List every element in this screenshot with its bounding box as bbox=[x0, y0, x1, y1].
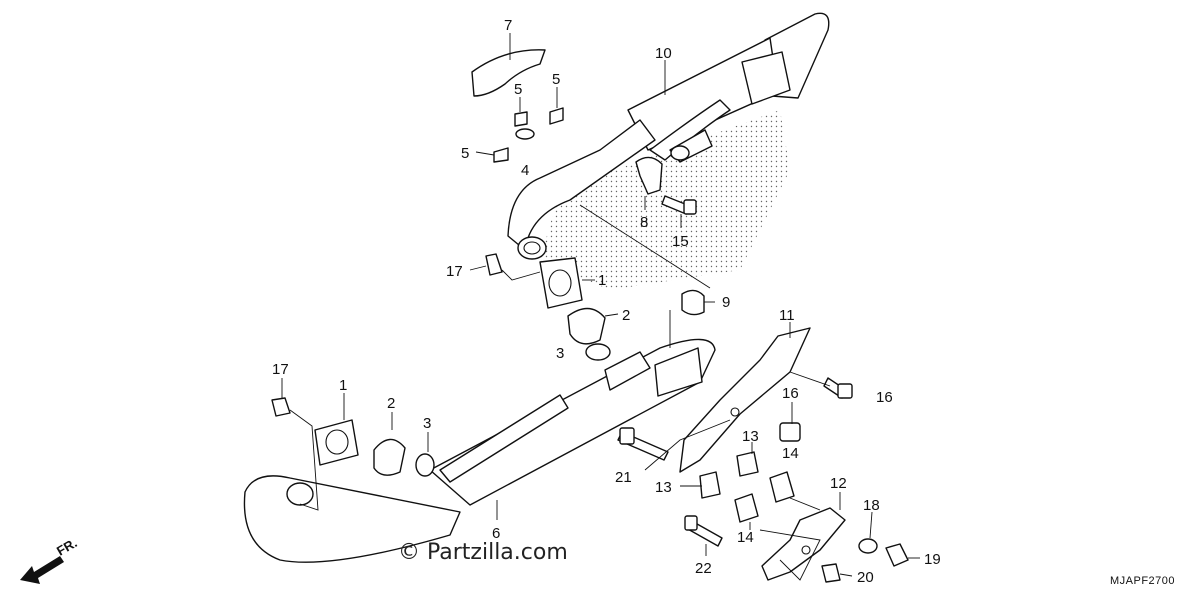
washer-part-18[interactable] bbox=[858, 538, 878, 554]
callout-10: 10 bbox=[655, 45, 672, 62]
nut-part-17-upper[interactable] bbox=[485, 253, 503, 276]
callout-17-upper: 17 bbox=[446, 263, 463, 280]
collar-part-13-upper[interactable] bbox=[736, 451, 759, 477]
callout-2-lower: 2 bbox=[387, 395, 395, 412]
joint-ring-upper[interactable] bbox=[567, 307, 606, 345]
callout-1-lower: 1 bbox=[339, 377, 347, 394]
callout-17-lower: 17 bbox=[272, 361, 289, 378]
front-direction-indicator: FR. bbox=[20, 535, 80, 584]
partzilla-watermark: © Partzilla.com bbox=[398, 540, 568, 565]
nut-part-17-lower[interactable] bbox=[271, 397, 291, 417]
leader-lines bbox=[281, 33, 920, 581]
front-direction-label: FR. bbox=[54, 535, 80, 558]
muffler-bracket[interactable] bbox=[679, 327, 811, 473]
bolt-part-22[interactable] bbox=[684, 515, 723, 547]
callout-21: 21 bbox=[615, 469, 632, 486]
callout-16-right: 16 bbox=[876, 389, 893, 406]
upper-muffler-assembly[interactable] bbox=[507, 12, 830, 290]
callout-14-lower: 14 bbox=[737, 529, 754, 546]
callout-6: 6 bbox=[492, 525, 500, 542]
clip-upper-right[interactable] bbox=[549, 107, 564, 125]
callout-20: 20 bbox=[857, 569, 874, 586]
callout-8: 8 bbox=[640, 214, 648, 231]
gasket-flange-lower[interactable] bbox=[314, 419, 359, 466]
callout-22: 22 bbox=[695, 560, 712, 577]
gasket-ring-upper[interactable] bbox=[585, 343, 611, 361]
callout-3-lower: 3 bbox=[423, 415, 431, 432]
gasket-ring-lower[interactable] bbox=[415, 453, 435, 477]
bolt-part-21[interactable] bbox=[617, 427, 669, 461]
bolt-part-15[interactable] bbox=[661, 195, 697, 215]
callout-2-upper: 2 bbox=[622, 307, 630, 324]
bolt-part-14-upper[interactable] bbox=[779, 422, 801, 442]
callout-12: 12 bbox=[830, 475, 847, 492]
joint-ring-lower[interactable] bbox=[373, 438, 406, 476]
callout-11: 11 bbox=[779, 307, 795, 324]
washer-part-4[interactable] bbox=[515, 128, 535, 140]
gasket-flange-upper[interactable] bbox=[539, 257, 583, 309]
callout-5-c: 5 bbox=[461, 145, 469, 162]
diagram-code: MJAPF2700 bbox=[1110, 575, 1175, 587]
callout-4: 4 bbox=[521, 162, 529, 179]
callout-5-b: 5 bbox=[552, 71, 560, 88]
collar-part-14-lower[interactable] bbox=[734, 493, 759, 523]
bolt-part-16-right[interactable] bbox=[823, 377, 853, 399]
step-bracket[interactable] bbox=[761, 507, 846, 581]
callout-9: 9 bbox=[722, 294, 730, 311]
callout-13-upper: 13 bbox=[742, 428, 759, 445]
callout-1-upper: 1 bbox=[598, 272, 606, 289]
callout-19: 19 bbox=[924, 551, 941, 568]
callout-3-upper: 3 bbox=[556, 345, 564, 362]
callout-13-lower: 13 bbox=[655, 479, 672, 496]
callout-7: 7 bbox=[504, 17, 512, 34]
callout-14-upper: 14 bbox=[782, 445, 799, 462]
collar-part-extra[interactable] bbox=[769, 471, 795, 503]
callout-16-mid: 16 bbox=[782, 385, 799, 402]
clip-upper-left[interactable] bbox=[514, 111, 528, 127]
callout-18: 18 bbox=[863, 497, 880, 514]
muffler-band[interactable] bbox=[635, 156, 663, 195]
front-arrow-icon bbox=[20, 556, 64, 584]
callout-labels: 7 10 5 5 5 4 8 15 17 1 2 3 9 17 1 2 3 6 … bbox=[272, 17, 941, 586]
nut-part-20[interactable] bbox=[821, 563, 841, 583]
callout-15: 15 bbox=[672, 233, 689, 250]
lower-exhaust-pipe[interactable] bbox=[243, 338, 716, 563]
collar-part-9[interactable] bbox=[681, 289, 705, 316]
collar-part-13-lower[interactable] bbox=[699, 471, 721, 499]
callout-5-a: 5 bbox=[514, 81, 522, 98]
nut-part-19[interactable] bbox=[885, 543, 909, 567]
heat-shield[interactable] bbox=[471, 49, 546, 97]
clip-left[interactable] bbox=[493, 147, 509, 163]
